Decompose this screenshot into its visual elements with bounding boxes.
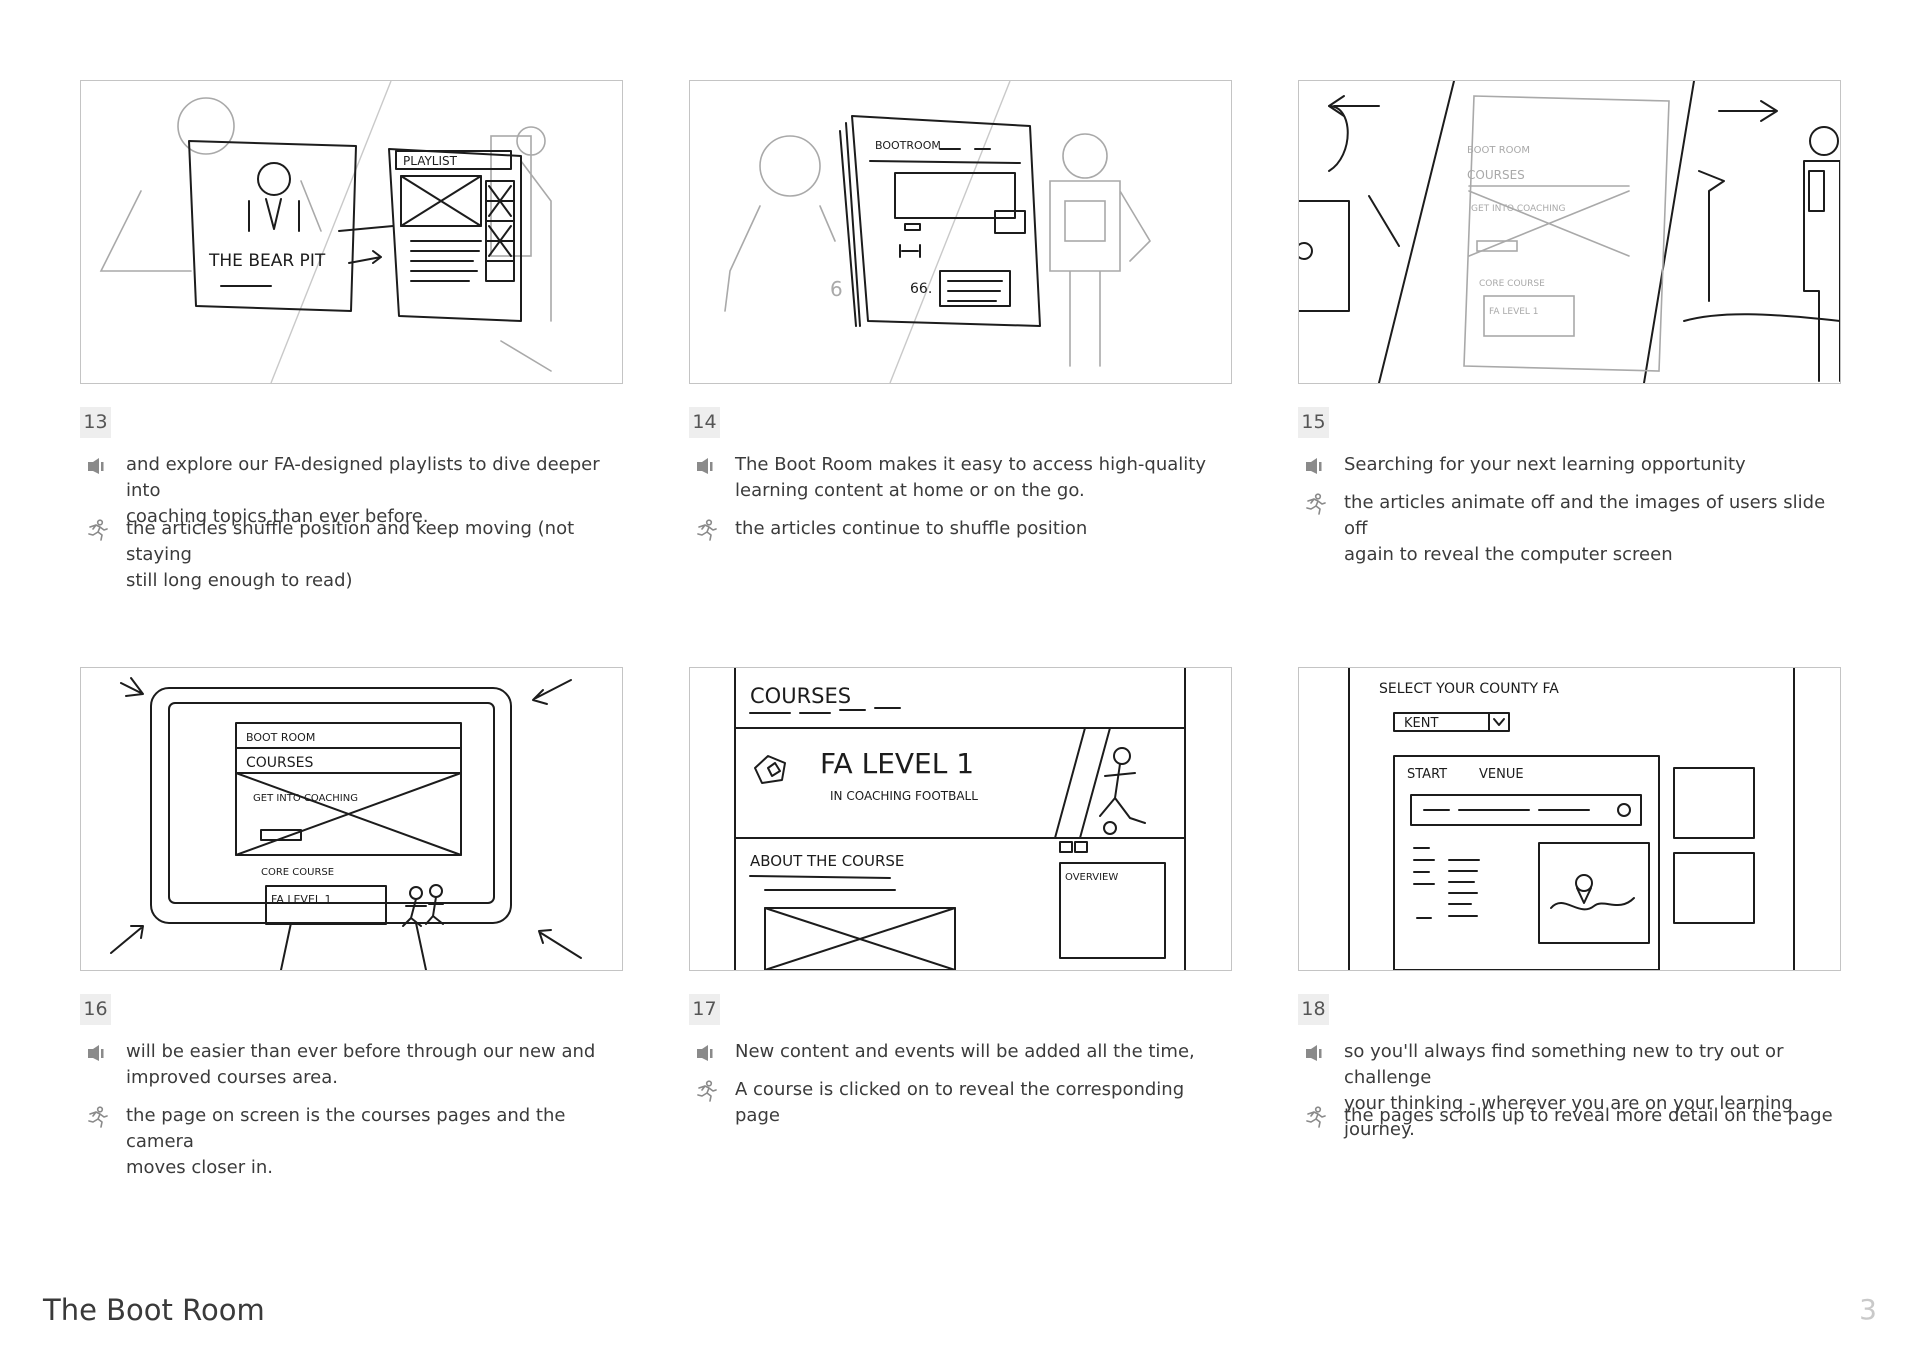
voiceover-text: New content and events will be added all… xyxy=(735,1041,1195,1062)
storyboard-sketch: 6 BOOTROOM 66. xyxy=(724,81,1152,383)
running-figure-icon xyxy=(1304,1106,1326,1128)
sketch-label: BOOT ROOM xyxy=(246,731,315,744)
sketch-label: CORE COURSE xyxy=(261,867,334,878)
running-figure-icon xyxy=(695,1080,717,1102)
sketch-label: BOOT ROOM xyxy=(1467,145,1530,156)
running-figure-icon xyxy=(86,519,108,541)
action-text: the page on screen is the courses pages … xyxy=(126,1105,566,1178)
sketch-label: COURSES xyxy=(246,755,314,771)
storyboard-sketch: BOOT ROOM COURSES GET INTO COACHING CORE… xyxy=(1299,81,1840,383)
voiceover-text: and explore our FA-designed playlists to… xyxy=(126,454,600,527)
sketch-label: VENUE xyxy=(1479,767,1524,782)
sketch-label: COURSES xyxy=(1467,168,1525,182)
speaker-icon xyxy=(695,455,717,477)
sketch-frame: BOOT ROOM COURSES GET INTO COACHING CORE… xyxy=(1298,80,1841,384)
sketch-label: COURSES xyxy=(750,684,851,708)
sketch-label: START xyxy=(1407,767,1447,782)
sketch-label: FA LEVEL 1 xyxy=(820,747,974,780)
voiceover-text: will be easier than ever before through … xyxy=(126,1041,596,1088)
sketch-label: KENT xyxy=(1404,716,1438,731)
sketch-frame: BOOT ROOM COURSES GET INTO COACHING CORE… xyxy=(80,667,623,971)
panel-number: 18 xyxy=(1298,994,1329,1025)
panel-number: 15 xyxy=(1298,407,1329,438)
panel-number: 16 xyxy=(80,994,111,1025)
panel-number: 13 xyxy=(80,407,111,438)
running-figure-icon xyxy=(695,519,717,541)
running-figure-icon xyxy=(1304,493,1326,515)
document-title: The Boot Room xyxy=(43,1293,265,1327)
action-text: the articles shuffle position and keep m… xyxy=(126,518,575,591)
storyboard-sketch: SELECT YOUR COUNTY FA KENT START VENUE xyxy=(1348,668,1795,970)
sketch-label: IN COACHING FOOTBALL xyxy=(830,789,978,803)
voiceover-text: The Boot Room makes it easy to access hi… xyxy=(735,454,1206,501)
sketch-frame: THE BEAR PIT PLAYLIST xyxy=(80,80,623,384)
sketch-label: CORE COURSE xyxy=(1479,279,1545,289)
page-number: 3 xyxy=(1859,1293,1877,1326)
sketch-label: PLAYLIST xyxy=(403,154,458,168)
speaker-icon xyxy=(86,1042,108,1064)
sketch-label: THE BEAR PIT xyxy=(208,251,326,271)
sketch-label: GET INTO COACHING xyxy=(1471,204,1565,214)
sketch-label: BOOTROOM xyxy=(875,139,941,152)
action-text: A course is clicked on to reveal the cor… xyxy=(735,1079,1185,1126)
panel-number: 14 xyxy=(689,407,720,438)
speaker-icon xyxy=(86,455,108,477)
sketch-label: 66. xyxy=(910,281,932,297)
sketch-label: GET INTO COACHING xyxy=(253,793,358,804)
action-text: the pages scrolls up to reveal more deta… xyxy=(1344,1105,1833,1126)
svg-text:6: 6 xyxy=(830,277,843,301)
action-text: the articles continue to shuffle positio… xyxy=(735,518,1088,539)
sketch-label: ABOUT THE COURSE xyxy=(750,852,904,870)
sketch-label: OVERVIEW xyxy=(1065,872,1118,883)
speaker-icon xyxy=(695,1042,717,1064)
panel-number: 17 xyxy=(689,994,720,1025)
sketch-frame: COURSES FA LEVEL 1 IN COACHING FOOTBALL … xyxy=(689,667,1232,971)
running-figure-icon xyxy=(86,1106,108,1128)
speaker-icon xyxy=(1304,1042,1326,1064)
storyboard-sketch: COURSES FA LEVEL 1 IN COACHING FOOTBALL … xyxy=(734,668,1186,970)
sketch-frame: SELECT YOUR COUNTY FA KENT START VENUE xyxy=(1298,667,1841,971)
sketch-label: FA LEVEL 1 xyxy=(271,893,332,906)
speaker-icon xyxy=(1304,455,1326,477)
sketch-frame: 6 BOOTROOM 66. xyxy=(689,80,1232,384)
sketch-label: FA LEVEL 1 xyxy=(1489,307,1539,317)
sketch-label: SELECT YOUR COUNTY FA xyxy=(1379,681,1559,697)
action-text: the articles animate off and the images … xyxy=(1344,492,1826,565)
storyboard-sketch: THE BEAR PIT PLAYLIST xyxy=(99,81,552,383)
storyboard-sketch: BOOT ROOM COURSES GET INTO COACHING CORE… xyxy=(110,677,582,970)
voiceover-text: Searching for your next learning opportu… xyxy=(1344,454,1746,475)
voiceover-text: so you'll always find something new to t… xyxy=(1344,1041,1793,1140)
